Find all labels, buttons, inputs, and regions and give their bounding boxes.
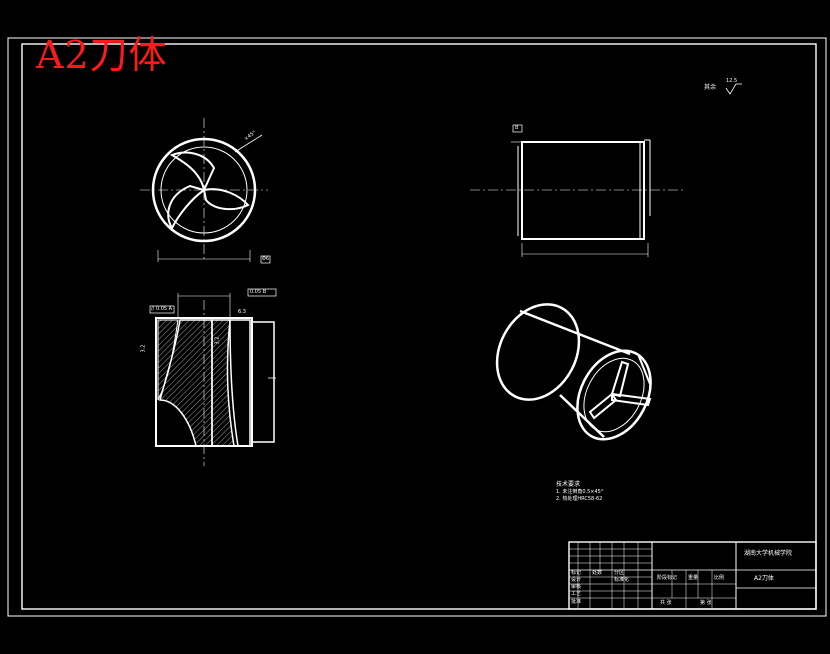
role-review: 审核 bbox=[571, 584, 582, 590]
sheet-total: 共 张 bbox=[660, 600, 672, 606]
section-view bbox=[149, 288, 277, 466]
note-line-2: 2. 热处理HRC58-62 bbox=[556, 496, 603, 502]
inner-frame bbox=[21, 43, 817, 610]
roughness-face: 6.3 bbox=[238, 309, 246, 315]
field-weight: 重量 bbox=[688, 575, 699, 581]
surface-note: 其余 bbox=[704, 84, 717, 91]
roughness-slot: 3.2 bbox=[214, 336, 221, 345]
title-block bbox=[568, 541, 817, 610]
top-view bbox=[140, 118, 271, 264]
roughness-side: 3.2 bbox=[140, 344, 147, 353]
datum-label: B bbox=[515, 125, 519, 131]
role-design: 设计 bbox=[571, 577, 582, 583]
note-line-1: 1. 未注倒角0.5×45° bbox=[556, 489, 604, 495]
row-label-zone: 分区 bbox=[614, 570, 625, 576]
isometric-view bbox=[495, 303, 652, 441]
side-view bbox=[470, 124, 686, 257]
part-name: A2刀体 bbox=[754, 575, 774, 582]
outer-border bbox=[7, 37, 827, 617]
roughness-symbol bbox=[725, 83, 742, 95]
note-heading: 技术要求 bbox=[556, 481, 581, 488]
tolerance-frame: 0.05 B bbox=[250, 289, 267, 295]
outer-diameter-label: Φ6 bbox=[262, 256, 270, 262]
field-scale: 比例 bbox=[714, 575, 725, 581]
surface-roughness-value: 12.5 bbox=[726, 78, 738, 84]
field-stage: 阶段标记 bbox=[657, 575, 678, 581]
role-approve: 批准 bbox=[571, 599, 582, 605]
std-label: 标准化 bbox=[614, 577, 630, 583]
row-label-mark: 标记 bbox=[571, 570, 582, 576]
role-process: 工艺 bbox=[571, 591, 582, 597]
drawing-title: A2刀体 bbox=[36, 33, 168, 77]
parallelism-frame: // 0.05 A bbox=[151, 306, 173, 312]
school-name: 湖南大学机械学院 bbox=[744, 550, 793, 557]
row-label-count: 处数 bbox=[592, 570, 603, 576]
sheet-number: 第 张 bbox=[700, 600, 712, 606]
